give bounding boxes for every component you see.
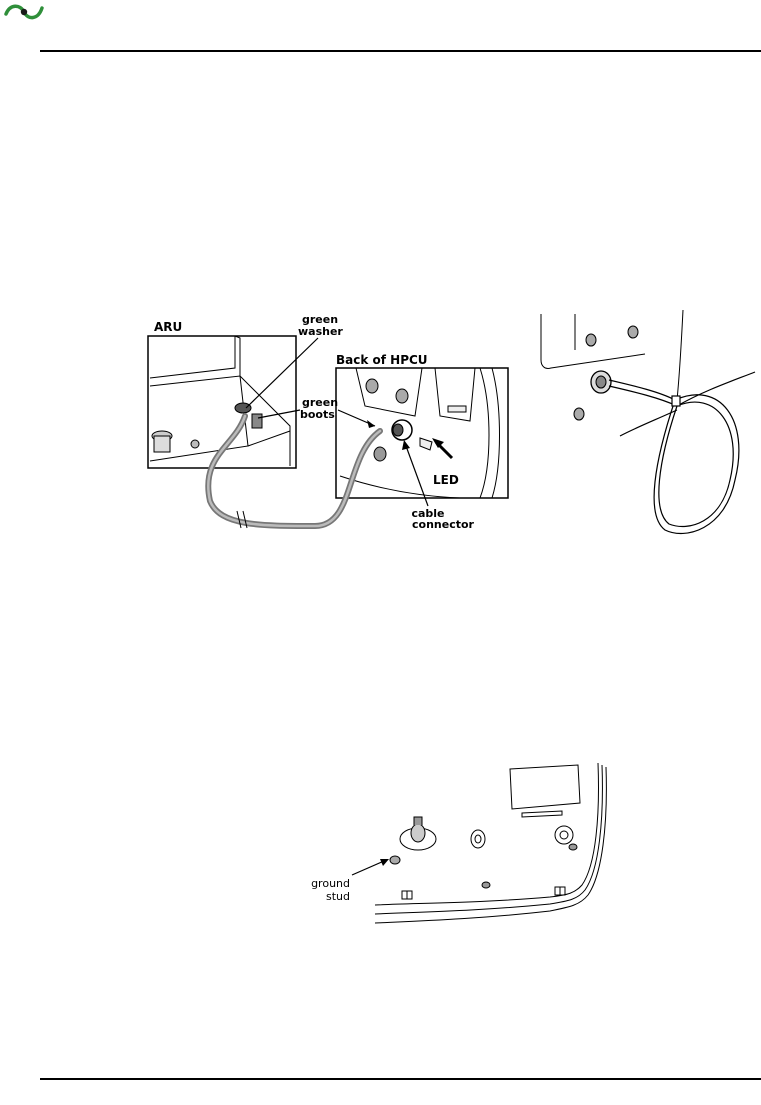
aru-title: ARU [154, 320, 182, 334]
brand-logo-icon [4, 0, 44, 22]
callout-green-washer-line2: washer [298, 325, 343, 338]
figure-aru-hpcu-connection: ARU Back of HPCU green washer green boot… [140, 306, 510, 546]
hpcu-title: Back of HPCU [336, 353, 428, 367]
hpcu-inset-frame [336, 368, 508, 498]
ground-stud-icon [390, 856, 400, 864]
callout-cable-connector-line2: connector [412, 518, 475, 531]
header-rule [40, 50, 761, 52]
figure-ground-stud: ground stud [300, 755, 610, 930]
callout-green-boots-line2: boots [300, 408, 335, 421]
footer-rule [40, 1078, 761, 1080]
callout-ground-stud-line2: stud [326, 890, 350, 903]
coiled-cable [609, 310, 755, 533]
figure-cable-coil [535, 310, 760, 542]
callout-led: LED [433, 473, 459, 487]
callout-ground-stud-line1: ground [311, 877, 350, 890]
leader-ground-stud [352, 861, 384, 875]
